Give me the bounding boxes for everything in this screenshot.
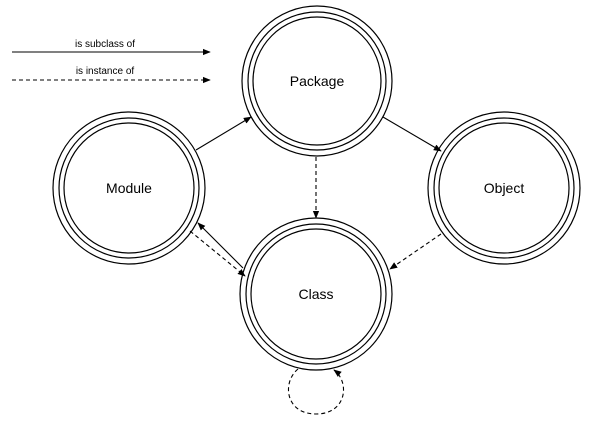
edge-class-instance-of-class-self-loop <box>287 368 345 415</box>
node-module-inner-ring <box>63 122 195 254</box>
node-object-outer-ring <box>427 111 581 265</box>
legend-subclass-label: is subclass of <box>75 39 135 50</box>
node-object: Object <box>427 111 581 265</box>
node-package-label: Package <box>290 73 345 89</box>
node-module-middle-ring <box>58 117 200 259</box>
node-package-inner-ring <box>252 16 382 146</box>
node-class-label: Class <box>298 286 333 302</box>
edge-class-to-module <box>197 222 244 269</box>
legend-instance-label: is instance of <box>76 66 135 77</box>
node-package-middle-ring <box>247 11 387 151</box>
legend: is subclass of is instance of <box>12 39 211 84</box>
node-module-outer-ring <box>52 111 206 265</box>
node-package-outer-ring <box>241 5 393 157</box>
node-class: Class <box>239 217 393 371</box>
node-class-middle-ring <box>245 223 387 365</box>
node-class-inner-ring <box>250 228 382 360</box>
node-object-label: Object <box>484 180 525 196</box>
edge-object-instance-of-class <box>389 233 442 270</box>
node-object-middle-ring <box>433 117 575 259</box>
edge-package-to-object <box>382 116 442 152</box>
edge-module-instance-of-class <box>189 230 246 277</box>
node-module: Module <box>52 111 206 265</box>
node-module-label: Module <box>106 180 152 196</box>
node-object-inner-ring <box>438 122 570 254</box>
node-package: Package <box>241 5 393 157</box>
edge-module-to-package <box>195 116 252 151</box>
